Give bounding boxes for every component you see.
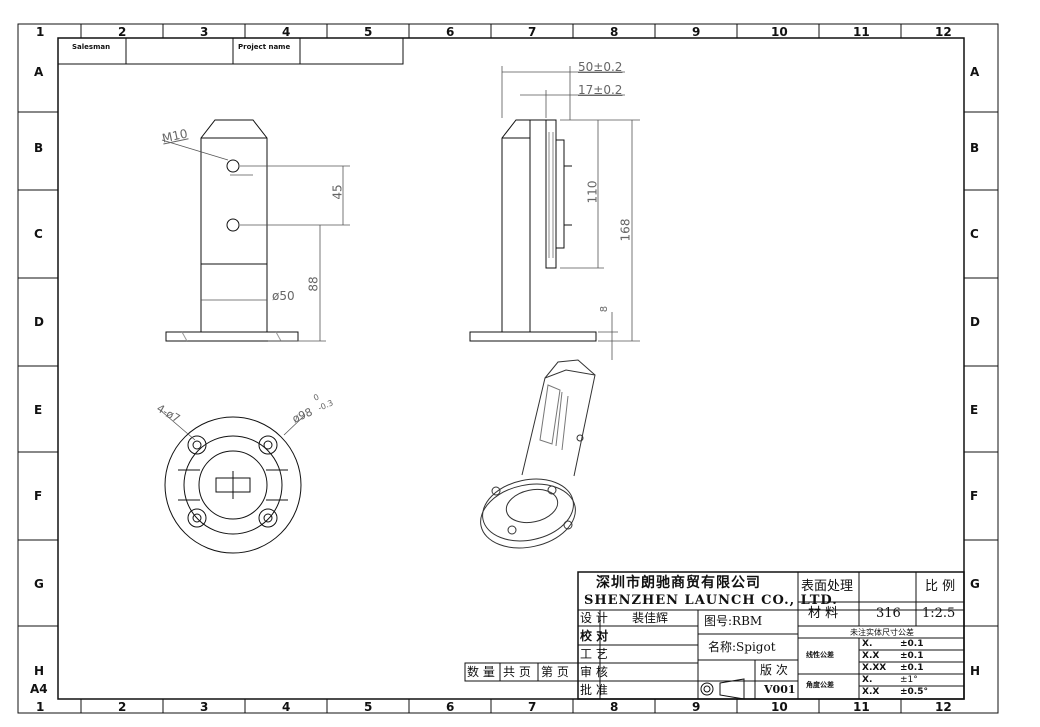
diameter-dimension: ø50 (272, 289, 295, 303)
tolerance-value: ±0.5° (900, 687, 928, 697)
col-label: 1 (36, 25, 45, 39)
tolerance-value: ±0.1 (900, 639, 924, 649)
scale-label: 比 例 (925, 579, 956, 594)
material-value: 316 (876, 606, 901, 621)
angular-tolerance-label: 角度公差 (806, 681, 834, 689)
col-label: 3 (200, 25, 209, 39)
width-slot-dimension: 17±0.2 (578, 83, 623, 97)
paper-size: A4 (30, 682, 48, 696)
row-label: A (970, 65, 980, 79)
design-label: 设 计 (580, 611, 608, 625)
process-label: 工 艺 (580, 647, 608, 661)
salesman-label: Salesman (72, 43, 111, 51)
col-label: 5 (364, 700, 373, 714)
total-pages-label: 共 页 (503, 665, 531, 679)
col-label: 3 (200, 700, 209, 714)
col-label: 5 (364, 25, 373, 39)
iso-view (480, 359, 596, 549)
col-label: 8 (610, 700, 619, 714)
row-label: G (970, 577, 980, 591)
row-label: E (970, 403, 979, 417)
linear-tolerance-label: 线性公差 (806, 651, 834, 659)
col-label: 12 (935, 700, 952, 714)
row-ticks (18, 111, 998, 627)
page-label: 第 页 (541, 665, 569, 679)
side-view (469, 66, 640, 360)
col-label: 9 (692, 25, 701, 39)
tolerance-value: ±0.1 (900, 651, 924, 661)
front-view (161, 119, 350, 342)
tolerance-format: X. (862, 639, 873, 649)
tolerance-format: X.X (862, 687, 880, 697)
top-view (159, 409, 306, 554)
col-label: 2 (118, 25, 127, 39)
title-block (464, 571, 965, 700)
col-label: 11 (853, 25, 870, 39)
col-label: 7 (528, 700, 537, 714)
tolerance-format: X. (862, 675, 873, 685)
tolerance-title: 未注实体尺寸公差 (850, 628, 914, 637)
clamp-height-dimension: 110 (585, 180, 600, 204)
scale-value: 1:2.5 (922, 606, 956, 621)
row-label: F (34, 489, 43, 503)
col-label: 7 (528, 25, 537, 39)
row-label: C (970, 227, 979, 241)
col-label: 4 (282, 25, 291, 39)
quantity-label: 数 量 (467, 665, 495, 679)
approve-label: 批 准 (580, 683, 608, 697)
col-label: 12 (935, 25, 952, 39)
col-label: 1 (36, 700, 45, 714)
col-label: 11 (853, 700, 870, 714)
row-label: D (970, 315, 980, 329)
col-label: 2 (118, 700, 127, 714)
base-thickness-dimension: 8 (599, 305, 611, 313)
surface-treatment-label: 表面处理 (801, 579, 854, 594)
review-label: 审 核 (580, 665, 608, 679)
col-label: 6 (446, 25, 455, 39)
part-name: 名称:Spigot (708, 640, 776, 654)
col-label: 8 (610, 25, 619, 39)
total-height-dimension: 168 (618, 218, 633, 242)
col-label: 10 (771, 25, 788, 39)
tolerance-format: X.XX (862, 663, 887, 673)
row-label: A (34, 65, 44, 79)
row-label: E (34, 403, 43, 417)
header-table (57, 37, 404, 65)
row-label: H (34, 664, 45, 678)
outer-frame (17, 23, 999, 714)
company-name-cn: 深圳市朗驰商贸有限公司 (596, 575, 761, 591)
company-name-en: SHENZHEN LAUNCH CO., LTD. (584, 593, 838, 608)
hole-spacing-dimension: 45 (330, 184, 345, 200)
row-label: F (970, 489, 979, 503)
col-label: 6 (446, 700, 455, 714)
project-name-label: Project name (238, 43, 291, 51)
row-label: C (34, 227, 43, 241)
col-label: 10 (771, 700, 788, 714)
row-label: B (970, 141, 980, 155)
tolerance-value: ±1° (900, 675, 918, 685)
projection-symbol (700, 682, 714, 696)
width-total-dimension: 50±0.2 (578, 60, 623, 74)
check-label: 校 对 (580, 629, 609, 643)
material-label: 材 料 (808, 606, 839, 621)
inner-frame (57, 37, 965, 700)
col-label: 9 (692, 700, 701, 714)
row-label: G (34, 577, 44, 591)
row-label: B (34, 141, 44, 155)
version-label: 版 次 (760, 663, 788, 677)
row-label: D (34, 315, 44, 329)
col-label: 4 (282, 700, 291, 714)
row-label: H (970, 664, 981, 678)
column-ticks (80, 24, 902, 713)
version-value: V001 (764, 683, 796, 696)
designer-name: 裴佳辉 (632, 611, 669, 625)
tolerance-value: ±0.1 (900, 663, 924, 673)
tolerance-format: X.X (862, 651, 880, 661)
drawing-number: 图号:RBM (704, 614, 763, 628)
hole-height-dimension: 88 (306, 276, 321, 292)
